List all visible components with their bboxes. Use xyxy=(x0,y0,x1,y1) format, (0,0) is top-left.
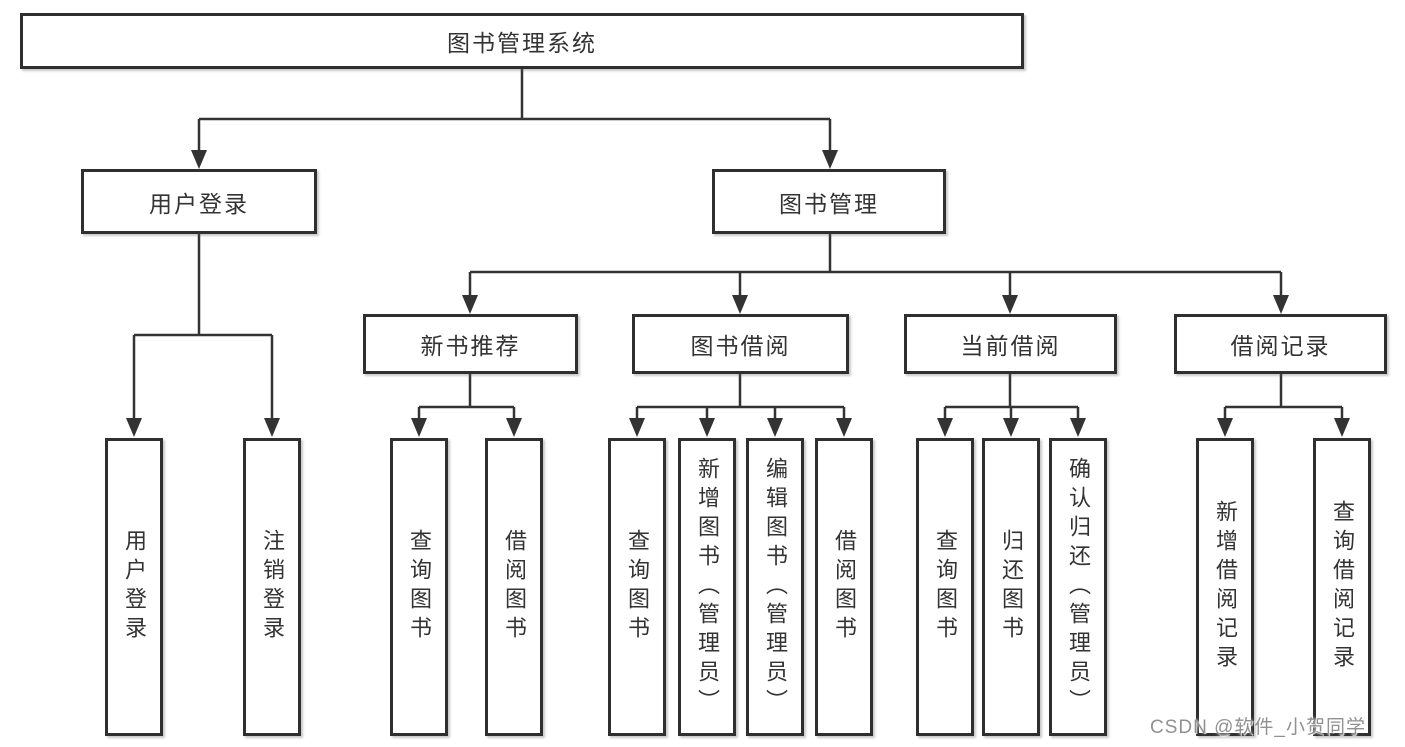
leaf-borrow-books-recommend: 借阅图书 xyxy=(485,438,543,736)
leaf-add-books-admin: 新增图书（管理员） xyxy=(678,438,736,736)
leaf-query-borrow-record: 查询借阅记录 xyxy=(1313,438,1371,736)
leaf-confirm-return-admin: 确认归还（管理员） xyxy=(1049,438,1107,736)
leaf-return-books: 归还图书 xyxy=(982,438,1040,736)
leaf-logout: 注销登录 xyxy=(243,438,301,736)
leaf-query-books-current: 查询图书 xyxy=(916,438,974,736)
csdn-watermark: CSDN @软件_小贺同学 xyxy=(1150,717,1366,738)
node-library-management-system: 图书管理系统 xyxy=(20,13,1024,69)
node-book-borrowing: 图书借阅 xyxy=(632,314,849,374)
leaf-borrow-books: 借阅图书 xyxy=(815,438,873,736)
node-user-login: 用户登录 xyxy=(81,169,317,234)
leaf-edit-books-admin: 编辑图书（管理员） xyxy=(746,438,804,736)
leaf-user-login: 用户登录 xyxy=(105,438,163,736)
leaf-add-borrow-record: 新增借阅记录 xyxy=(1196,438,1254,736)
leaf-query-books-borrow: 查询图书 xyxy=(608,438,666,736)
node-new-book-recommend: 新书推荐 xyxy=(363,314,578,374)
leaf-query-books-recommend: 查询图书 xyxy=(390,438,448,736)
node-current-borrowing: 当前借阅 xyxy=(904,314,1117,374)
node-borrowing-records: 借阅记录 xyxy=(1174,314,1387,374)
node-book-management: 图书管理 xyxy=(712,169,946,234)
